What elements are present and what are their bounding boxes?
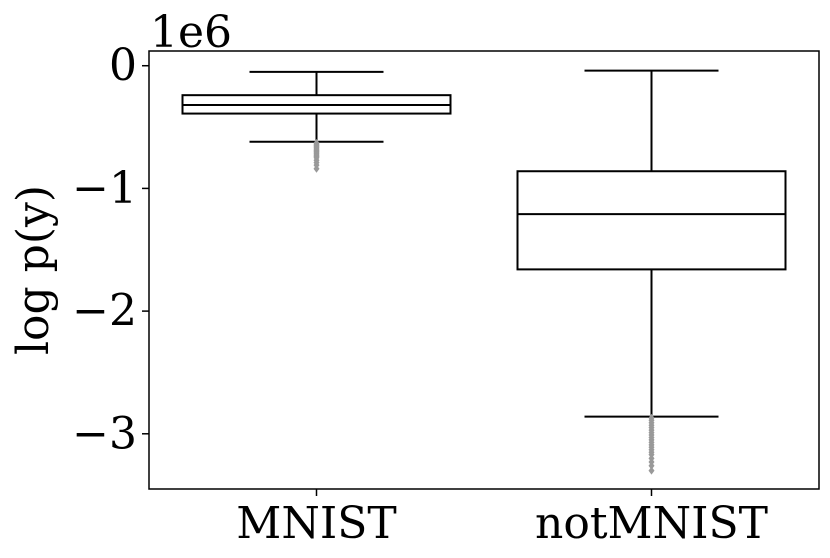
outlier-point (648, 461, 655, 470)
iqr-box (516, 170, 787, 271)
box-mnist (181, 70, 452, 173)
y-axis: 0 −1 −2 −3 (72, 40, 149, 459)
y-tick-label: −2 (72, 286, 137, 337)
y-tick-label: 0 (109, 40, 137, 91)
plot-area: 0 −1 −2 −3 MNIST notMNIST (72, 40, 820, 549)
outlier-point (648, 466, 655, 475)
axes-frame (148, 50, 820, 490)
box-notmnist (516, 69, 787, 475)
box-series (181, 69, 787, 475)
x-tick-label: MNIST (236, 498, 396, 549)
x-axis: MNIST notMNIST (236, 489, 768, 549)
y-offset-label: 1e6 (150, 7, 232, 58)
outlier-point (313, 164, 320, 173)
y-tick-label: −1 (72, 163, 137, 214)
x-tick-label: notMNIST (535, 498, 768, 549)
y-axis-label: log p(y) (8, 185, 59, 355)
y-tick-label: −3 (72, 408, 137, 459)
